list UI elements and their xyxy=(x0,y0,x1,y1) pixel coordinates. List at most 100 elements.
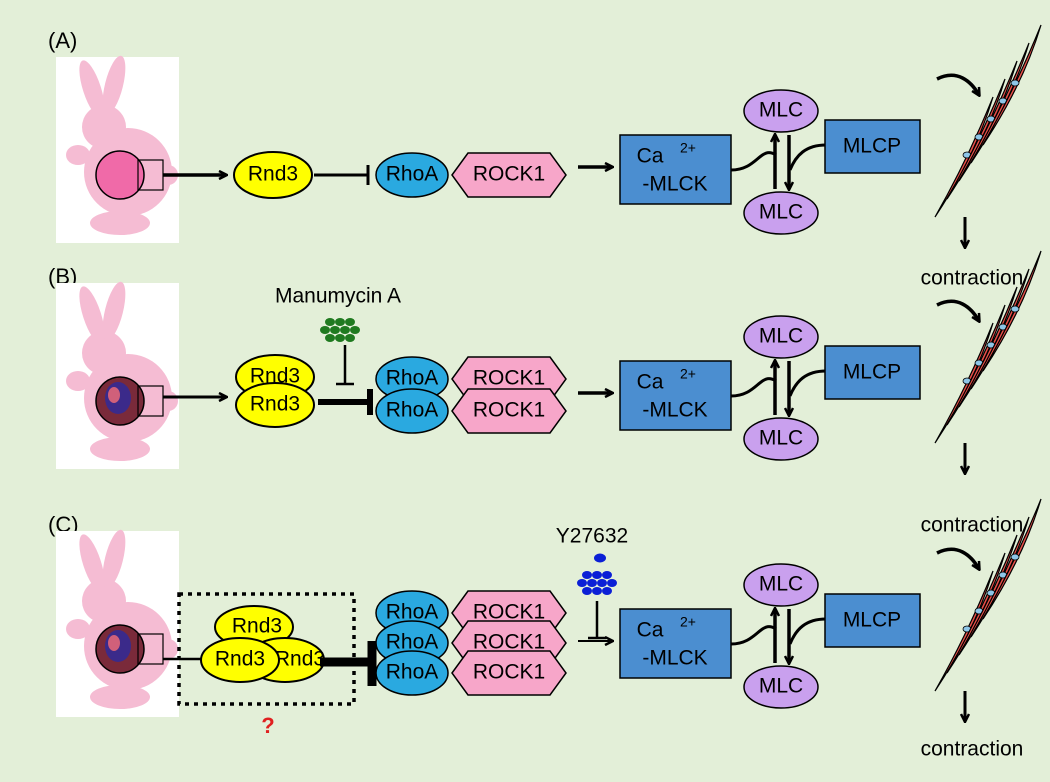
inhibitor-molecule xyxy=(577,579,587,587)
inhibitor-molecule xyxy=(345,318,355,326)
rhoa-label: RhoA xyxy=(386,631,439,654)
rabbit-illustration xyxy=(56,529,179,717)
rabbit-forepaw xyxy=(66,145,90,165)
mlcp-label: MLCP xyxy=(843,135,901,158)
uterus-circle xyxy=(95,150,145,200)
rabbit-forepaw xyxy=(66,619,90,639)
mlck-label: -MLCK xyxy=(642,647,707,670)
contraction-label: contraction xyxy=(921,738,1024,761)
dashed-box xyxy=(177,592,356,706)
magnify-box xyxy=(137,385,164,417)
mlc-label: MLC xyxy=(759,325,803,348)
inhibitor-molecule xyxy=(587,579,597,587)
mlc-label: MLC xyxy=(759,675,803,698)
inhibitor-molecule xyxy=(345,334,355,342)
rnd3-label: Rnd3 xyxy=(250,393,300,416)
rabbit-ear xyxy=(102,55,126,115)
smooth-muscle-cell xyxy=(982,498,1042,620)
contraction-label: contraction xyxy=(921,267,1024,290)
mlc-node xyxy=(743,563,819,607)
inhibitor-molecule xyxy=(602,587,612,595)
mlcp-node xyxy=(824,593,921,648)
inhibitor-molecule xyxy=(325,318,335,326)
rhoa-node xyxy=(375,152,449,198)
cell-nucleus xyxy=(1010,79,1020,87)
rhoa-label: RhoA xyxy=(386,163,439,186)
inhibitor-molecule xyxy=(602,571,612,579)
inhibitor-molecule xyxy=(582,571,592,579)
cell-nucleus xyxy=(1010,553,1020,561)
rnd3-label: Rnd3 xyxy=(250,365,300,388)
rock1-label: ROCK1 xyxy=(473,367,545,390)
inhibitor-molecule xyxy=(592,571,602,579)
magnify-box xyxy=(137,633,164,665)
mlck-node xyxy=(619,134,732,205)
mlck-node xyxy=(619,608,732,679)
mlcp-label: MLCP xyxy=(843,609,901,632)
rock1-label: ROCK1 xyxy=(473,661,545,684)
mlc-node xyxy=(743,315,819,359)
mlck-label: Ca xyxy=(637,145,664,168)
rabbit-tail xyxy=(158,639,178,659)
mlc-label: MLC xyxy=(759,427,803,450)
rabbit-ear xyxy=(79,60,105,118)
rhoa-label: RhoA xyxy=(386,661,439,684)
manumycin-cluster xyxy=(320,318,360,342)
smooth-muscle-cells xyxy=(934,250,1042,473)
feedback-arrow xyxy=(936,299,979,321)
mlcp-node xyxy=(824,119,921,174)
rhoa-label: RhoA xyxy=(386,367,439,390)
inhibitor-molecule xyxy=(607,579,617,587)
rabbit-hindpaw xyxy=(90,211,150,235)
connector xyxy=(730,625,777,646)
panel-label: (A) xyxy=(48,28,77,53)
contraction-label: contraction xyxy=(921,514,1024,537)
smooth-muscle-cells xyxy=(934,498,1042,721)
smooth-muscle-cell xyxy=(982,24,1042,146)
inhibitor-molecule xyxy=(335,318,345,326)
rabbit-forepaw xyxy=(66,371,90,391)
rnd3-label: Rnd3 xyxy=(232,615,282,638)
y27632-cluster xyxy=(577,571,617,595)
smooth-muscle-cells xyxy=(934,24,1042,247)
mlck-label: 2+ xyxy=(680,614,696,630)
connector xyxy=(788,617,827,645)
rnd3-node xyxy=(235,382,315,428)
connector xyxy=(788,143,827,171)
rock1-node xyxy=(451,388,567,434)
rhoa-node xyxy=(375,650,449,696)
inhibitor-molecule xyxy=(594,553,606,563)
mlck-label: -MLCK xyxy=(642,399,707,422)
rock1-label: ROCK1 xyxy=(473,163,545,186)
connector xyxy=(730,377,777,398)
mlck-label: 2+ xyxy=(680,140,696,156)
mlc-node xyxy=(743,417,819,461)
rock1-node xyxy=(451,650,567,696)
rnd3-node xyxy=(200,637,280,683)
rabbit-ear xyxy=(79,534,105,592)
rock1-label: ROCK1 xyxy=(473,601,545,624)
rhoa-node xyxy=(375,388,449,434)
mlc-node xyxy=(743,191,819,235)
rock1-label: ROCK1 xyxy=(473,631,545,654)
rhoa-label: RhoA xyxy=(386,399,439,422)
rabbit-ear xyxy=(102,281,126,341)
feedback-arrow xyxy=(936,547,979,569)
connector xyxy=(730,151,777,172)
smooth-muscle-cell xyxy=(982,250,1042,372)
mlc-node xyxy=(743,89,819,133)
inhibitor-label: Manumycin A xyxy=(275,285,401,308)
mlc-label: MLC xyxy=(759,99,803,122)
inhibitor-label: Y27632 xyxy=(556,525,628,548)
rnd3-label: Rnd3 xyxy=(275,648,325,671)
rabbit-head xyxy=(82,579,126,623)
inhibitor-molecule xyxy=(320,326,330,334)
question-mark: ? xyxy=(261,713,274,738)
rabbit-hindpaw xyxy=(90,437,150,461)
mlc-label: MLC xyxy=(759,573,803,596)
rabbit-ear xyxy=(79,286,105,344)
cell-nucleus xyxy=(1010,305,1020,313)
inhibitor-molecule xyxy=(325,334,335,342)
rnd3-node xyxy=(233,151,313,199)
